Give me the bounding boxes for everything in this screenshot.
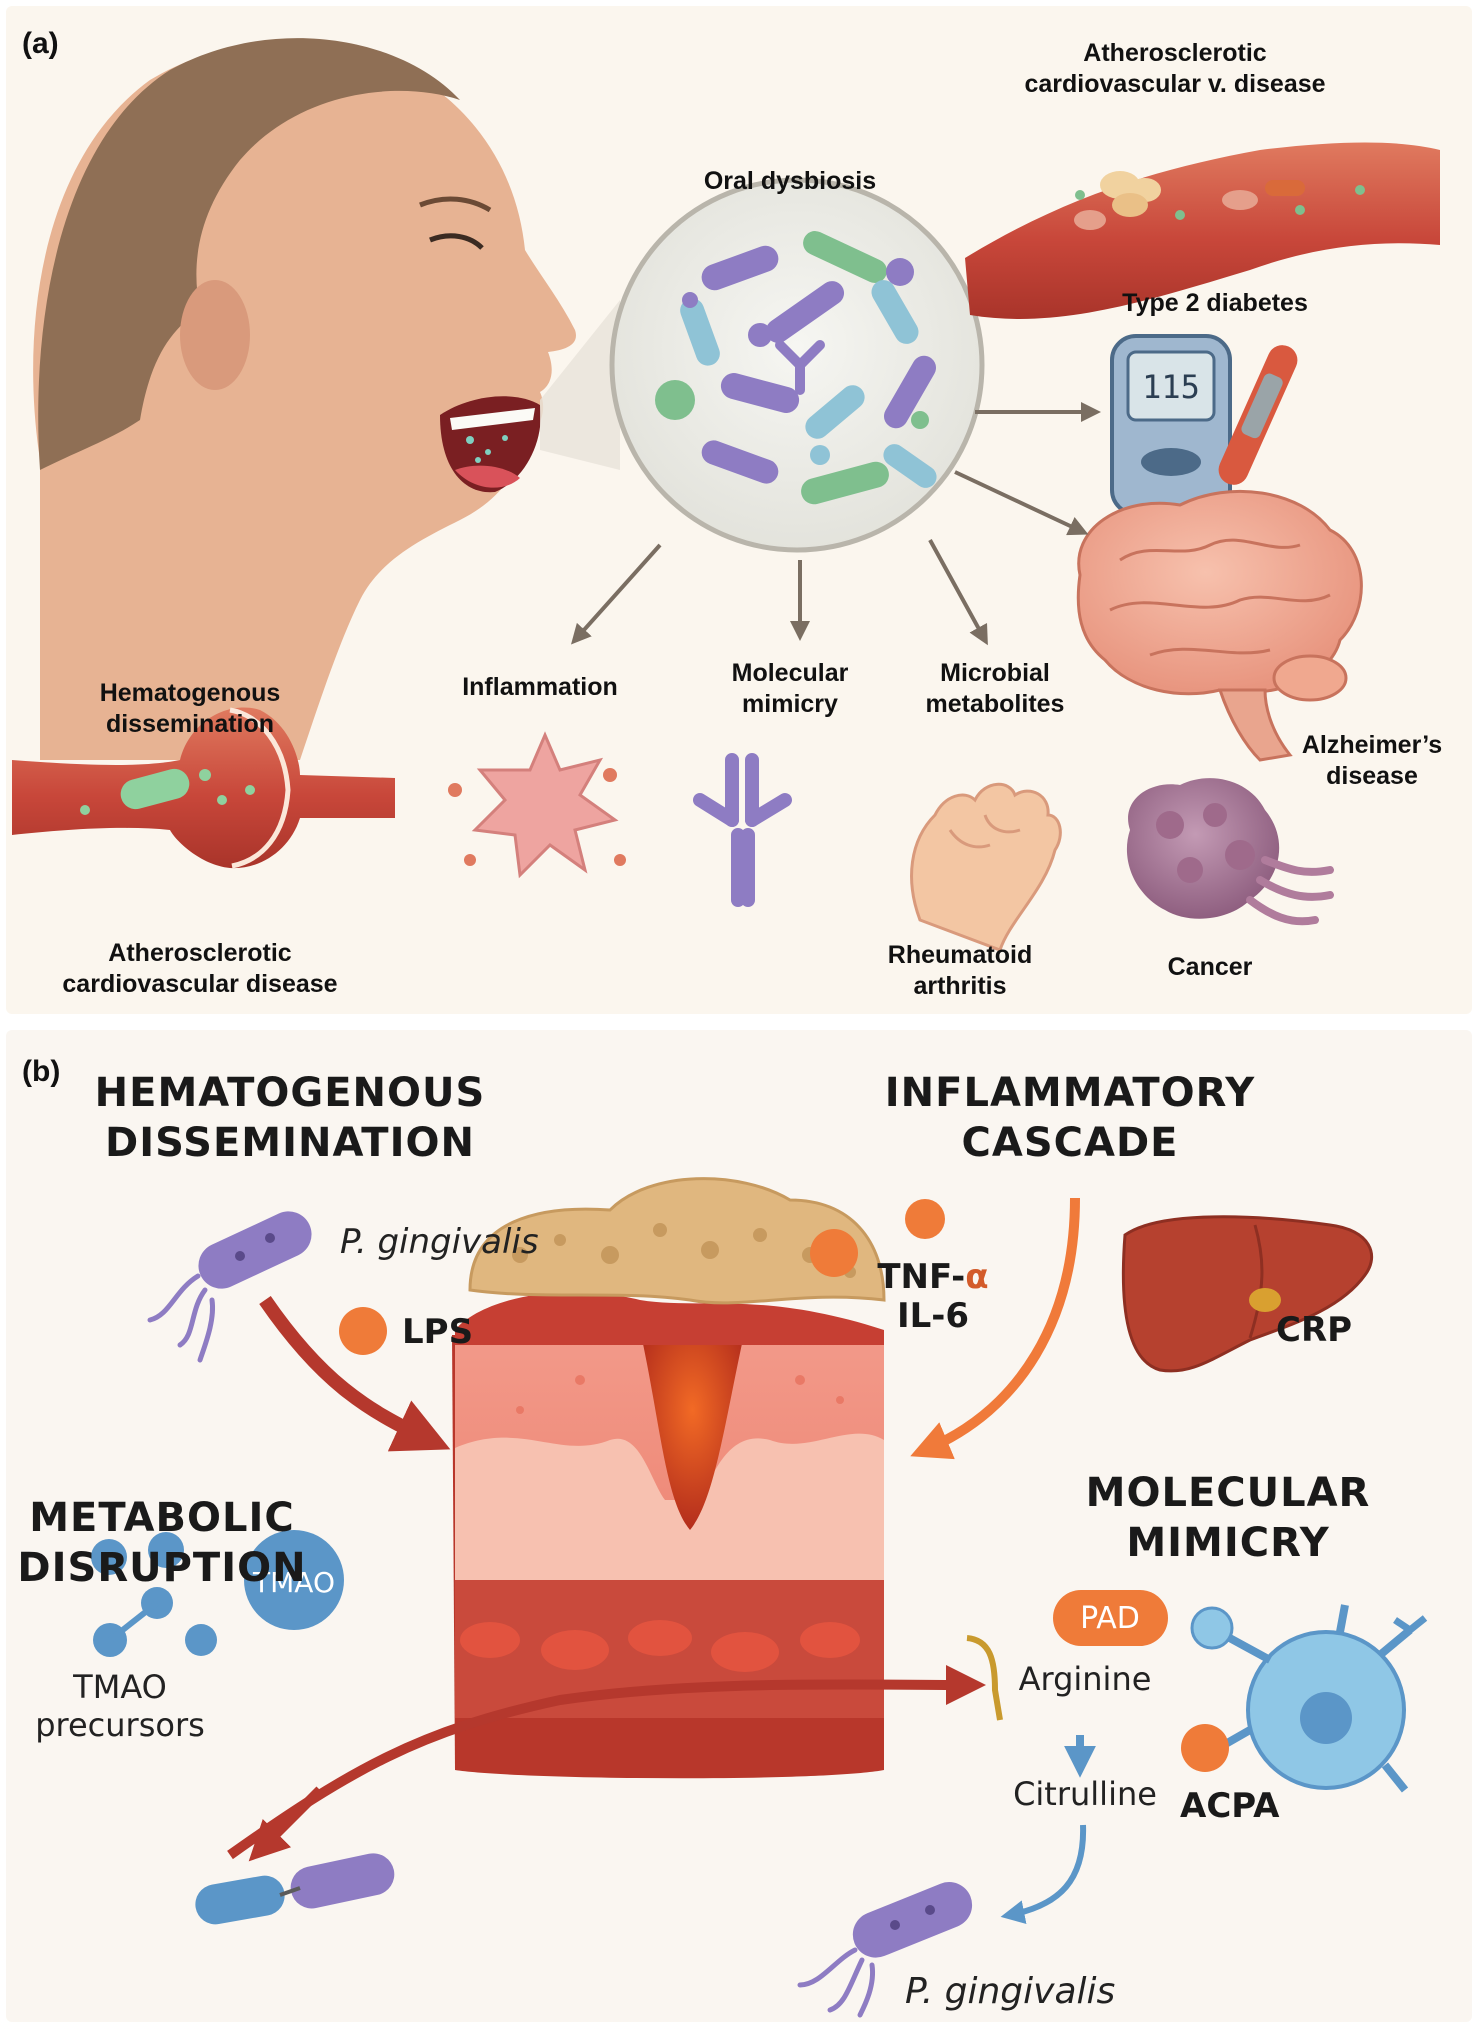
acpa-label: ACPA [1180,1786,1280,1826]
cytokine-ball-1 [905,1199,945,1239]
inflammation-cell-illustration [448,731,626,879]
cancer-label: Cancer [1167,953,1253,981]
blood-vessel-top-illustration [965,142,1440,319]
inflammation-label: Inflammation [462,673,618,701]
tmao-precursor-molecules [91,1532,217,1657]
molecular-mimicry-label: Molecular mimicry [731,659,849,718]
blood-vessel-bottom-illustration [12,707,395,869]
immune-cell-illustration [1181,1604,1428,1793]
hematogenous-dissemination-heading: HEMATOGENOUS DISSEMINATION [94,1070,486,1166]
arginine-label: Arginine [1018,1660,1152,1698]
cytokines-label: TNF-α IL-6 [877,1257,989,1337]
glucometer-illustration: 115 [1110,334,1298,534]
cancer-cell-illustration [1126,778,1334,926]
systemic-arrow-right [227,1664,986,1860]
microbial-metabolites-label: Microbial metabolites [925,659,1065,718]
type-2-diabetes-label: Type 2 diabetes [1122,289,1308,317]
panel-a-arrows [570,402,1101,646]
molecular-mimicry-heading: MOLECULAR MIMICRY [1085,1470,1371,1566]
citrulline-to-bacterium-arrow [1000,1824,1087,1924]
brain-illustration [1076,489,1363,762]
p-gingivalis-bacterium-top [147,1211,312,1363]
inflammatory-arrow [910,1197,1080,1460]
liver-illustration [1121,1215,1374,1373]
panel-b-label: (b) [22,1055,61,1088]
p-gingivalis-label-top: P. gingivalis [340,1222,539,1262]
tmao-molecule [244,1530,344,1630]
hematogenous-dissemination-label: Hematogenous dissemination [99,679,281,738]
crp-label: CRP [1276,1310,1353,1350]
antibody-illustration [693,753,792,907]
lps-molecule [339,1307,387,1355]
pad-label: PAD [1080,1601,1140,1636]
atherosclerotic-bottom-label: Atherosclerotic cardiovascular disease [62,939,338,998]
panel-a-label: (a) [22,27,59,60]
p-gingivalis-bacterium-bottom [797,1882,973,2018]
arthritis-hand-illustration [910,782,1062,952]
inflammatory-cascade-heading: INFLAMMATORY CASCADE [884,1070,1256,1166]
oral-dysbiosis-label: Oral dysbiosis [703,167,877,195]
atherosclerotic-top-label: Atherosclerotic cardiovascular v. diseas… [1024,39,1326,98]
rheumatoid-arthritis-label: Rheumatoid arthritis [887,941,1033,1000]
oral-dysbiosis-circle [609,177,985,553]
pad-enzyme-hook [966,1635,1003,1721]
face-profile-illustration [33,38,576,760]
hematogenous-arrow [259,1296,451,1452]
tmao-circle-label: TMAO [252,1566,335,1599]
citrulline-label: Citrulline [1013,1775,1157,1813]
tissue-cross-section [452,1177,886,1779]
magnifier-cone [540,300,620,470]
systemic-arrow-left [248,1786,324,1862]
alzheimers-disease-label: Alzheimer’s disease [1301,731,1443,790]
bacterium-bottom-left [195,1853,395,1925]
tmao-precursors-label: TMAO precursors [35,1668,205,1745]
lps-label: LPS [402,1312,474,1352]
pad-badge [1053,1590,1168,1646]
cytokine-ball-2 [810,1229,858,1277]
metabolic-disruption-heading: METABOLIC DISRUPTION [17,1495,307,1591]
p-gingivalis-label-bottom: P. gingivalis [905,1971,1116,2012]
glucometer-reading: 115 [1142,368,1200,406]
